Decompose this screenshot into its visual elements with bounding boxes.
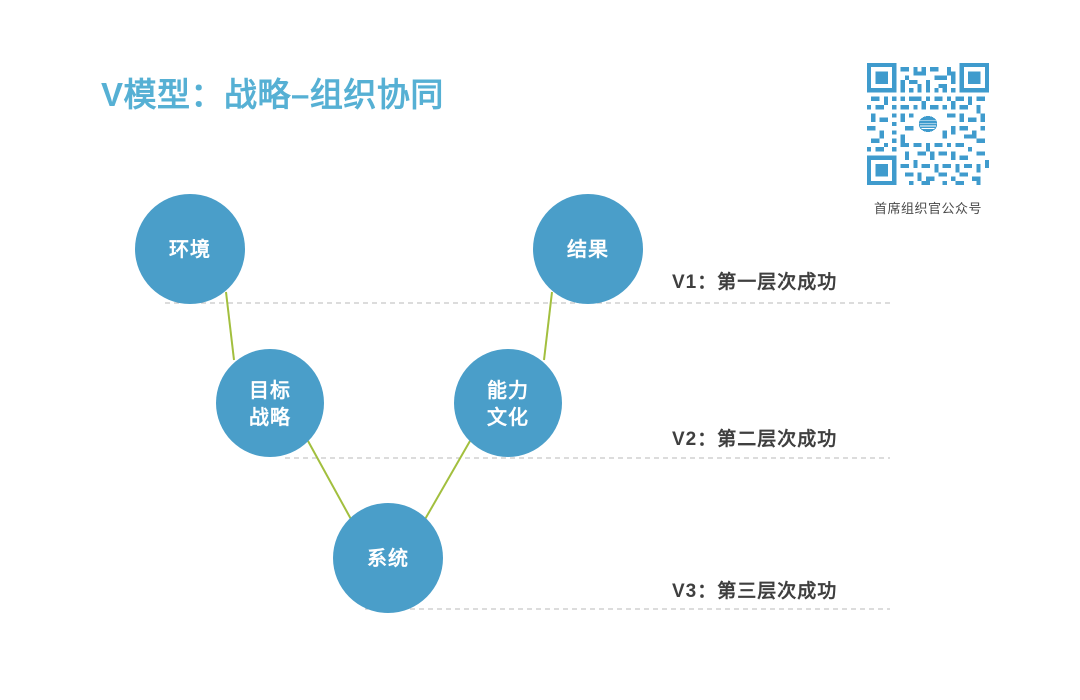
node-results[interactable]: 结果 (533, 194, 643, 304)
qr-code-caption: 首席组织官公众号 (873, 201, 982, 216)
connector-system-capability (423, 440, 471, 522)
node-capability-label-line1: 能力 (487, 378, 529, 402)
node-capability[interactable]: 能力 文化 (454, 349, 562, 457)
qr-code-image (867, 63, 989, 185)
node-goal[interactable]: 目标 战略 (216, 349, 324, 457)
node-system-label: 系统 (367, 546, 409, 570)
node-goal-label-line2: 战略 (249, 405, 291, 429)
node-goal-label-line1: 目标 (249, 379, 291, 402)
node-system-circle[interactable] (333, 503, 443, 613)
connector-capability-results (543, 291, 553, 361)
node-results-circle[interactable] (533, 194, 643, 304)
node-goal-circle[interactable] (216, 349, 324, 457)
connector-environment-goal (225, 291, 235, 361)
node-capability-label-line2: 文化 (487, 405, 529, 429)
node-capability-circle[interactable] (454, 349, 562, 457)
node-system[interactable]: 系统 (333, 503, 443, 613)
node-environment-label: 环境 (169, 237, 211, 261)
connector-goal-system (307, 440, 353, 522)
node-results-label: 结果 (567, 237, 609, 261)
page-title: V模型：战略–组织协同 (101, 76, 444, 113)
level-caption-v3: V3：第三层次成功 (672, 581, 838, 602)
qr-code-block: 首席组织官公众号 (862, 58, 994, 217)
node-environment-circle[interactable] (135, 194, 245, 304)
level-caption-v2: V2：第二层次成功 (672, 429, 838, 450)
node-environment[interactable]: 环境 (135, 194, 245, 304)
level-caption-v1: V1：第一层次成功 (672, 272, 838, 293)
